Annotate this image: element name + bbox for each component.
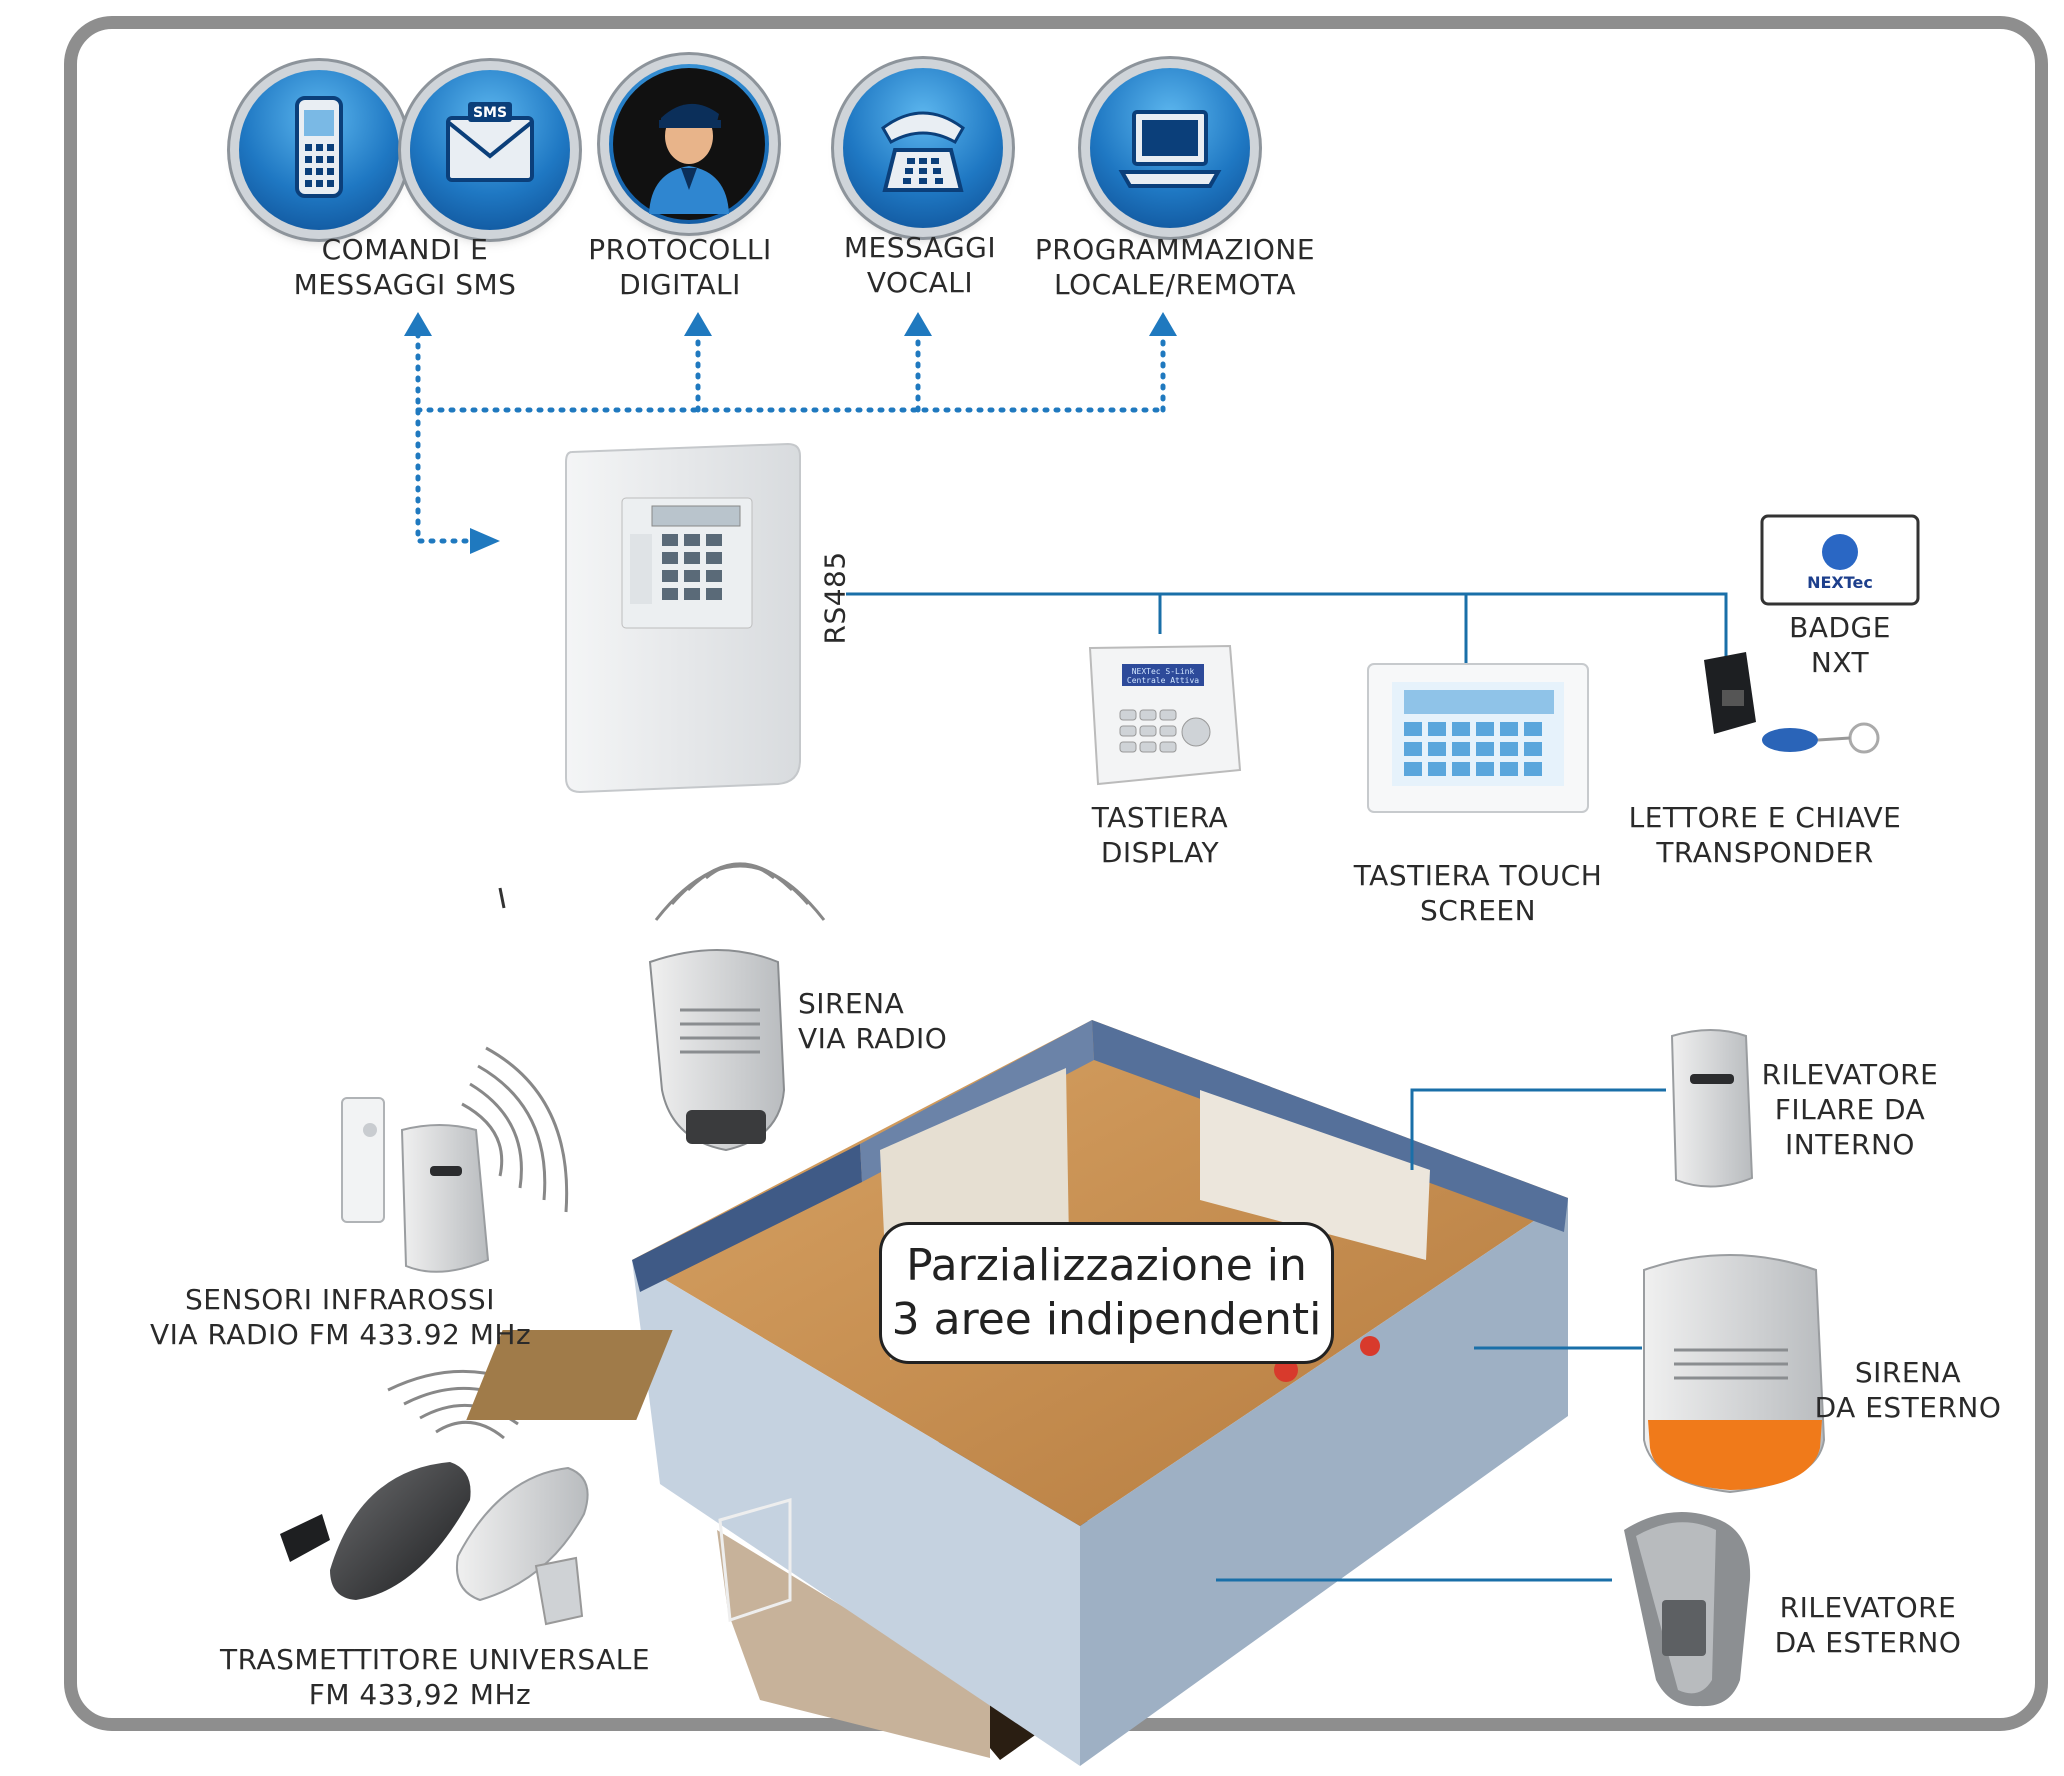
label-line: NXT bbox=[1810, 646, 1870, 679]
label-line: VIA RADIO FM 433.92 MHz bbox=[150, 1318, 532, 1351]
keypad-screen-line1: NEXTec S-Link bbox=[1132, 667, 1195, 676]
arrow-up-digital bbox=[684, 312, 712, 336]
label-line: TASTIERA TOUCH bbox=[1353, 859, 1603, 892]
telephone-icon bbox=[843, 68, 1003, 228]
badge-card bbox=[1760, 514, 1920, 606]
callout-line: Parzializzazione in bbox=[906, 1240, 1307, 1291]
radio-waves-siren bbox=[654, 862, 826, 921]
universal-transmitters bbox=[280, 1462, 589, 1626]
label-line: PROTOCOLLI bbox=[588, 233, 772, 266]
label-line: LOCALE/REMOTA bbox=[1054, 268, 1296, 301]
mobile-phone-icon bbox=[239, 70, 399, 230]
keypad-screen-line2: Centrale Attiva bbox=[1127, 676, 1199, 685]
label-line: FILARE DA bbox=[1774, 1093, 1926, 1126]
outdoor-detector bbox=[1624, 1512, 1751, 1707]
callout-line: 3 aree indipendenti bbox=[891, 1294, 1322, 1345]
svg-text:SMS: SMS bbox=[473, 105, 507, 121]
label-line: SIRENA bbox=[1854, 1356, 1962, 1389]
label-line: DIGITALI bbox=[619, 268, 741, 301]
arrow-up-voice bbox=[904, 312, 932, 336]
label-line: SCREEN bbox=[1419, 894, 1537, 927]
stray-mark bbox=[498, 887, 506, 909]
label-line: DA ESTERNO bbox=[1774, 1626, 1962, 1659]
label-line: TRANSPONDER bbox=[1656, 836, 1874, 869]
label-line: BADGE bbox=[1789, 611, 1891, 644]
label-line: DISPLAY bbox=[1100, 836, 1220, 869]
sms-envelope-icon: SMS bbox=[410, 70, 570, 230]
label-line: VOCALI bbox=[866, 266, 974, 299]
badge-logo: NEXTec bbox=[1807, 573, 1873, 592]
label-line: DA ESTERNO bbox=[1814, 1391, 2002, 1424]
siren-light bbox=[1648, 1420, 1822, 1490]
arrow-heads bbox=[404, 312, 1177, 554]
label-rs485: RS485 bbox=[818, 551, 852, 645]
label-line: VIA RADIO bbox=[798, 1022, 948, 1055]
partition-callout: Parzializzazione in 3 aree indipendenti bbox=[879, 1222, 1334, 1364]
label-line: INTERNO bbox=[1785, 1128, 1915, 1161]
arrow-up-sms bbox=[404, 312, 432, 336]
transponder-reader bbox=[1704, 652, 1880, 754]
label-line: PROGRAMMAZIONE bbox=[1034, 233, 1316, 266]
keypad-display bbox=[1088, 644, 1242, 786]
keypad-touch-screen bbox=[1367, 663, 1589, 813]
arrow-right-panel bbox=[470, 528, 500, 554]
label-line: FM 433,92 MHz bbox=[308, 1678, 532, 1711]
outdoor-siren bbox=[1643, 1254, 1826, 1494]
dotted-comm-bus bbox=[415, 331, 1166, 544]
label-line: MESSAGGI SMS bbox=[293, 268, 517, 301]
rs485-bus bbox=[846, 592, 1728, 672]
control-panel bbox=[565, 442, 801, 794]
label-line: SENSORI INFRAROSSI bbox=[185, 1283, 495, 1316]
wire-indoor-detector bbox=[1410, 1088, 1666, 1170]
indoor-detector bbox=[1670, 1029, 1754, 1188]
label-line: TRASMETTITORE UNIVERSALE bbox=[220, 1643, 651, 1676]
radio-siren bbox=[648, 949, 786, 1152]
laptop-icon bbox=[1090, 68, 1250, 228]
label-line: RILEVATORE bbox=[1761, 1058, 1939, 1091]
arrow-up-programming bbox=[1149, 312, 1177, 336]
label-line: MESSAGGI bbox=[843, 231, 997, 264]
ir-sensors bbox=[341, 1097, 490, 1273]
radio-waves-ir-sensor bbox=[461, 1046, 569, 1213]
label-line: SIRENA bbox=[798, 987, 905, 1020]
label-line: COMANDI E bbox=[321, 233, 489, 266]
label-line: LETTORE E CHIAVE bbox=[1628, 801, 1902, 834]
label-line: RILEVATORE bbox=[1779, 1591, 1957, 1624]
label-line: TASTIERA bbox=[1091, 801, 1229, 834]
security-guard-icon bbox=[609, 64, 769, 224]
